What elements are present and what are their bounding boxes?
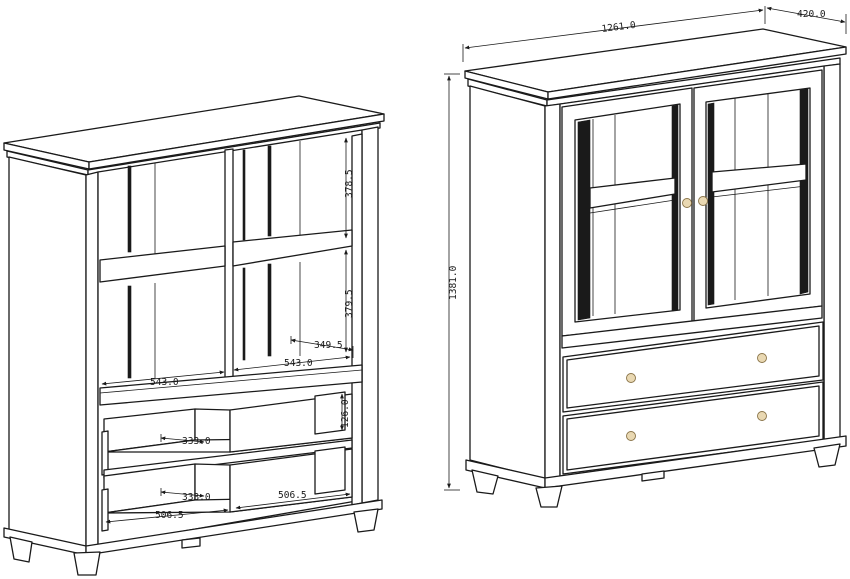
drawer-knob-lower-right[interactable]	[757, 411, 767, 421]
left-top-side-edge	[88, 113, 385, 170]
right-leg-back	[813, 443, 841, 468]
right-leg-front	[471, 469, 499, 495]
right-side-panel	[361, 126, 379, 504]
dim-depth: 420.0	[797, 9, 826, 20]
left-glass-door[interactable]	[561, 87, 693, 337]
dim-shelf-height-upper: 378.5	[344, 169, 355, 198]
dim-shelf-depth: 349.5	[314, 340, 343, 351]
dim-drawer-depth-upper: 333.0	[182, 436, 211, 447]
door-knob-right[interactable]	[698, 196, 708, 206]
dim-drawer-height: 126.0	[340, 399, 351, 428]
drawer-knob-upper-left[interactable]	[626, 373, 636, 383]
dim-drawer-width-right: 506.5	[278, 490, 307, 501]
right-side-panel-left	[469, 85, 546, 480]
left-cabinet: 378.5 379.5 349.5 543.0 543.0 333.0 126.…	[3, 95, 385, 576]
dim-shelf-height-lower: 379.5	[344, 289, 355, 318]
right-glass-door[interactable]	[693, 69, 823, 323]
right-cabinet: 1261.0 420.0 1381.0	[444, 6, 847, 508]
drawer-knob-upper-right[interactable]	[757, 353, 767, 363]
left-leg-back	[353, 508, 379, 533]
dim-drawer-width-left: 506.5	[155, 510, 184, 521]
dim-inner-width-left: 543.0	[150, 377, 179, 388]
left-side-panel	[8, 156, 87, 550]
left-leg-front	[9, 536, 33, 563]
dim-height: 1381.0	[448, 265, 459, 300]
door-knob-left[interactable]	[682, 198, 692, 208]
upper-drawer[interactable]	[562, 321, 824, 413]
dim-width: 1261.0	[601, 20, 637, 35]
center-divider	[224, 148, 234, 387]
drawer-knob-lower-left[interactable]	[626, 431, 636, 441]
upper-shelf-right	[232, 229, 353, 267]
left-leg-mid	[73, 551, 101, 576]
right-leg-mid	[535, 485, 563, 508]
drawer-upper	[101, 391, 353, 476]
lower-drawer[interactable]	[562, 381, 824, 475]
upper-shelf-left	[99, 245, 226, 283]
dim-inner-width-right: 543.0	[284, 358, 313, 369]
dim-drawer-depth-lower: 333.0	[182, 492, 211, 503]
middle-shelf	[99, 364, 363, 406]
